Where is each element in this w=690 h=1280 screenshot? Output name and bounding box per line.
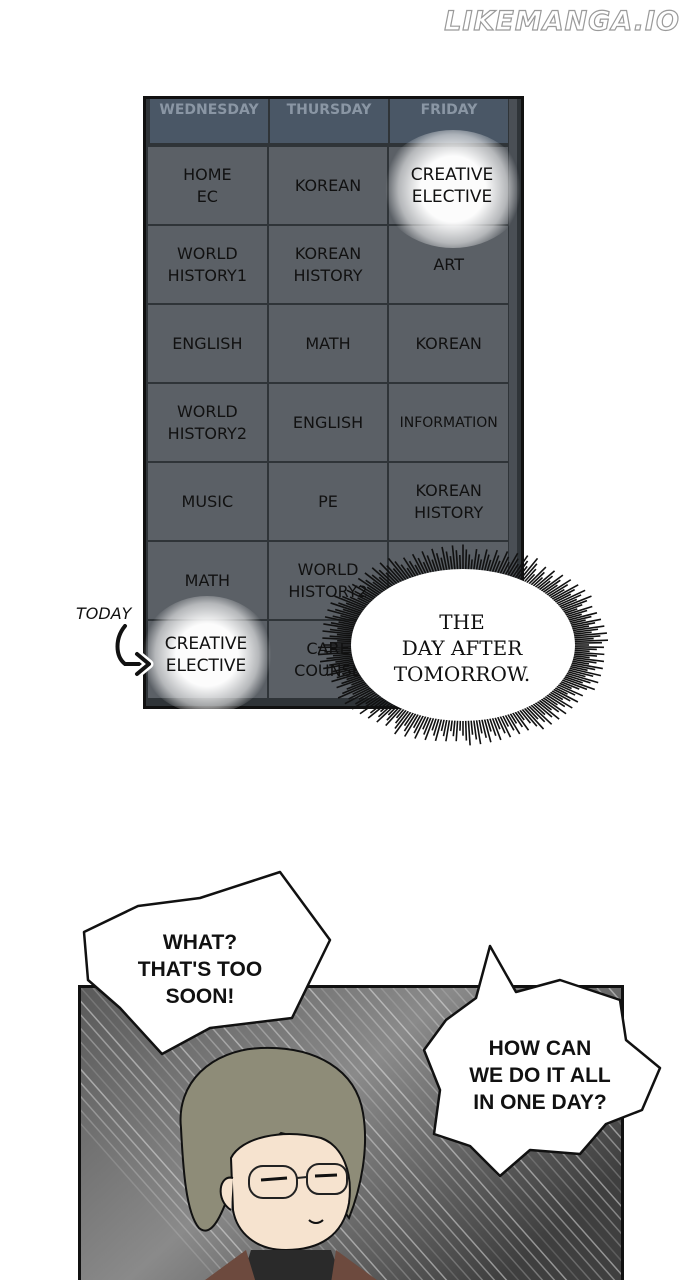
timetable-cell: HOME EC	[148, 147, 267, 224]
timetable-cell: KOREAN HISTORY	[389, 463, 509, 540]
burst-bubble-text: THE DAY AFTER TOMORROW.	[393, 610, 531, 686]
header-wednesday: WEDNESDAY	[150, 99, 268, 143]
today-label: TODAY	[76, 604, 132, 623]
friday-highlight-glow	[380, 130, 526, 248]
timetable-cell: PE	[268, 463, 388, 540]
timetable-row: MUSIC PE KOREAN HISTORY	[148, 463, 510, 540]
timetable-cell: MATH	[268, 305, 388, 382]
today-highlight-text: CREATIVE ELECTIVE	[164, 634, 248, 676]
timetable-cell: KOREAN	[389, 305, 509, 382]
timetable-header: WEDNESDAY THURSDAY FRIDAY	[150, 99, 510, 143]
timetable-scroll-edge	[509, 99, 517, 706]
timetable-row: WORLD HISTORY2 ENGLISH INFORMATION	[148, 384, 510, 461]
speech-bubble-left	[82, 870, 332, 1056]
timetable-cell: ENGLISH	[268, 384, 388, 461]
timetable-cell: KOREAN HISTORY	[268, 226, 388, 303]
timetable-cell: INFORMATION	[389, 384, 509, 461]
timetable-row: ENGLISH MATH KOREAN	[148, 305, 510, 382]
timetable-cell: MUSIC	[148, 463, 267, 540]
today-highlight-glow	[140, 596, 274, 714]
watermark-logo: LIKEMANGA.IO	[444, 5, 680, 37]
speech-bubble-right	[422, 944, 662, 1178]
timetable-cell: KOREAN	[268, 147, 388, 224]
timetable-cell: ENGLISH	[148, 305, 267, 382]
speech-bubble-right-text: HOW CAN WE DO IT ALL IN ONE DAY?	[469, 1037, 611, 1114]
speech-bubble-left-text: WHAT? THAT'S TOO SOON!	[137, 931, 263, 1008]
today-arrow-icon	[113, 624, 154, 679]
friday-highlight-text: CREATIVE ELECTIVE	[410, 165, 494, 207]
timetable-cell: WORLD HISTORY2	[268, 542, 388, 619]
header-thursday: THURSDAY	[270, 99, 388, 143]
burst-speech-bubble	[318, 544, 608, 746]
timetable-row: WORLD HISTORY1 KOREAN HISTORY ART	[148, 226, 510, 303]
timetable-cell: WORLD HISTORY2	[148, 384, 267, 461]
timetable-cell: WORLD HISTORY1	[148, 226, 267, 303]
